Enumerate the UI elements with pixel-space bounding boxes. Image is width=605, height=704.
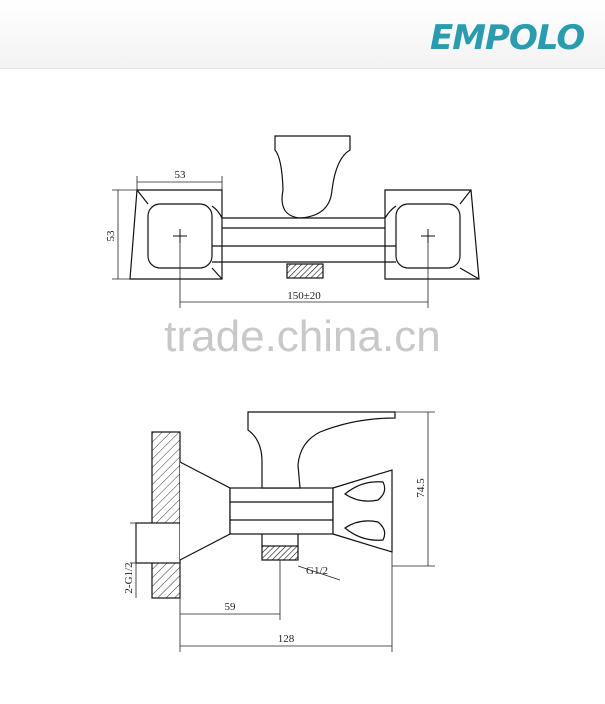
outlet-thread-label: G1/2 [306, 565, 328, 577]
right-escutcheon [384, 189, 480, 280]
left-escutcheon [129, 189, 223, 280]
top-height-label: 53 [105, 230, 117, 242]
side-lever [247, 411, 396, 489]
top-view-dimensions [112, 176, 429, 308]
side-height-label: 74.5 [415, 478, 427, 498]
wall-section [151, 431, 181, 599]
lever-handle [274, 135, 351, 219]
offset-label: 59 [225, 601, 237, 613]
mixer-body [211, 205, 397, 263]
watermark-text: trade.china.cn [164, 312, 441, 361]
side-outlet-nut [261, 545, 299, 561]
mixer-cylinder [229, 487, 334, 535]
side-view [135, 411, 396, 599]
brand-logo: EMPOLO [430, 18, 585, 58]
side-view-dimensions [130, 411, 435, 652]
depth-label: 128 [278, 633, 295, 645]
centre-distance-label: 150±20 [287, 290, 321, 302]
top-view [129, 135, 480, 280]
header-bar: EMPOLO [0, 0, 605, 69]
top-width-label: 53 [175, 169, 187, 181]
mixer-cone [179, 461, 231, 561]
outlet-nut [286, 263, 324, 279]
inlet-pipe [135, 522, 181, 564]
inlet-thread-label: 2-G1/2 [123, 562, 135, 593]
